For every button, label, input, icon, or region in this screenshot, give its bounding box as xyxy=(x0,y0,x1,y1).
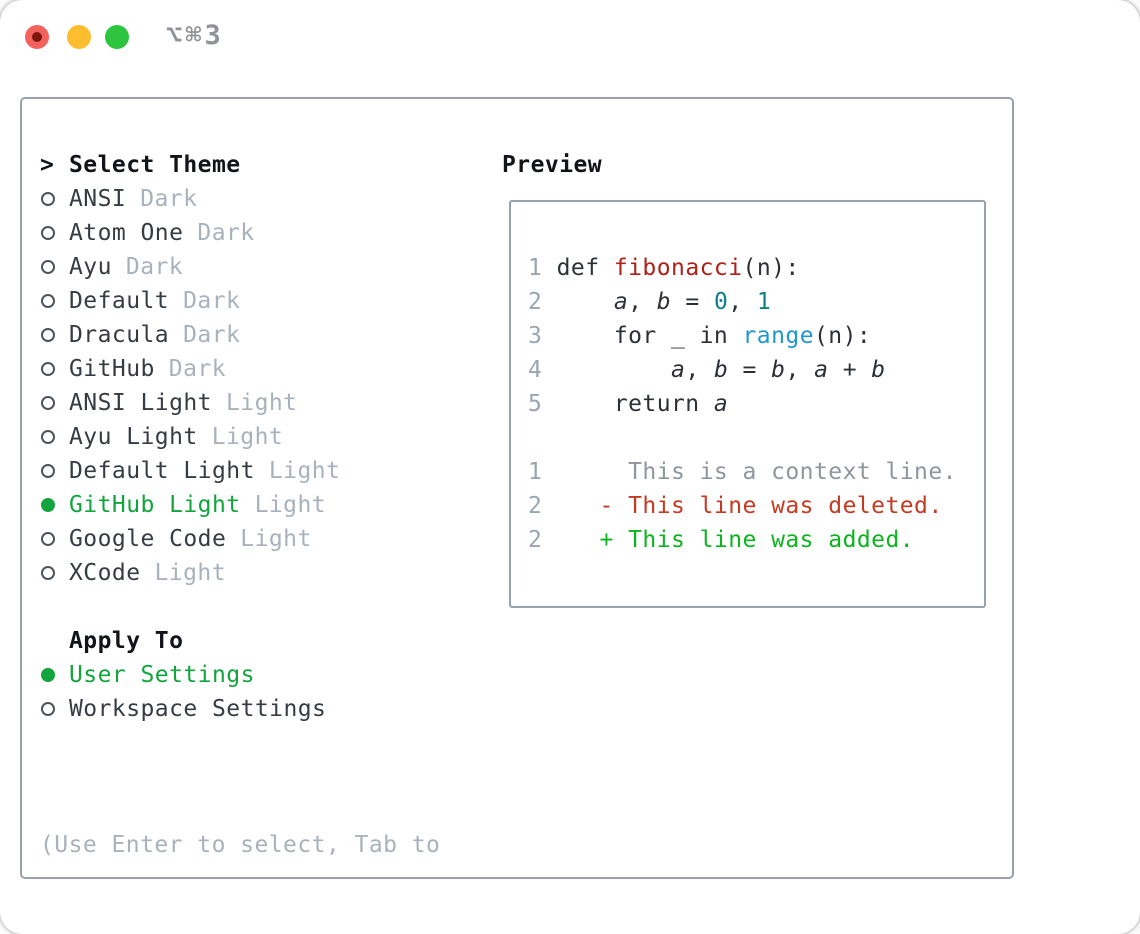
theme-variant-tag: Dark xyxy=(197,220,255,246)
code-line: 3 for _ in range(n): xyxy=(528,323,872,349)
theme-option[interactable]: ANSI Dark xyxy=(40,182,440,216)
radio-icon xyxy=(41,260,55,274)
radio-icon xyxy=(41,396,55,410)
radio-icon xyxy=(41,464,55,478)
radio-icon xyxy=(41,430,55,444)
theme-name: Default Light xyxy=(69,458,255,484)
window-shortcut-label: ⌥⌘3 xyxy=(166,20,224,51)
theme-option[interactable]: Google Code Light xyxy=(40,522,440,556)
theme-variant-tag: Dark xyxy=(183,322,241,348)
apply-option-label: Workspace Settings xyxy=(69,696,327,722)
radio-icon xyxy=(41,192,55,206)
theme-name: Ayu xyxy=(69,254,112,280)
radio-icon xyxy=(41,328,55,342)
apply-option[interactable]: Workspace Settings xyxy=(40,692,440,726)
theme-variant-tag: Light xyxy=(254,492,327,518)
radio-icon xyxy=(41,226,55,240)
code-line: 2 a, b = 0, 1 xyxy=(528,289,772,315)
select-theme-header: > Select Theme xyxy=(40,148,440,182)
theme-name: Ayu Light xyxy=(69,424,198,450)
theme-variant-tag: Dark xyxy=(183,288,241,314)
theme-name: Dracula xyxy=(69,322,170,348)
theme-option[interactable]: Default Dark xyxy=(40,284,440,318)
line-number: 2 xyxy=(528,527,543,553)
line-number: 5 xyxy=(528,391,543,417)
code-line: 2 + This line was added. xyxy=(528,527,915,553)
theme-option[interactable]: GitHub Dark xyxy=(40,352,440,386)
line-number: 4 xyxy=(528,357,543,383)
code-line: 1 This is a context line. xyxy=(528,459,957,485)
theme-variant-tag: Light xyxy=(240,526,312,552)
code-line: 4 a, b = b, a + b xyxy=(528,357,886,383)
radio-selected-icon xyxy=(41,668,55,682)
theme-name: Atom One xyxy=(69,220,184,246)
theme-option[interactable]: ANSI Light Light xyxy=(40,386,440,420)
theme-variant-tag: Light xyxy=(225,390,298,416)
line-number: 2 xyxy=(528,289,543,315)
close-button[interactable] xyxy=(25,25,49,49)
theme-name: Default xyxy=(69,288,170,314)
minimize-button[interactable] xyxy=(67,25,91,49)
code-line: 2 - This line was deleted. xyxy=(528,493,943,519)
code-line: 5 return a xyxy=(528,391,729,417)
radio-selected-icon xyxy=(41,498,55,512)
theme-variant-tag: Light xyxy=(268,458,341,484)
theme-option[interactable]: Atom One Dark xyxy=(40,216,440,250)
theme-name: GitHub xyxy=(69,356,155,382)
radio-icon xyxy=(41,294,55,308)
apply-option-label: User Settings xyxy=(69,662,255,688)
preview-title: Preview xyxy=(502,152,603,178)
radio-icon xyxy=(41,566,55,580)
code-line: 1 def fibonacci(n): xyxy=(528,255,800,281)
line-number: 1 xyxy=(528,459,543,485)
theme-name: ANSI Light xyxy=(69,390,212,416)
code-preview: 1 def fibonacci(n): 2 a, b = 0, 1 3 for _ … xyxy=(511,202,984,557)
apply-option[interactable]: User Settings xyxy=(40,658,440,692)
line-number: 1 xyxy=(528,255,543,281)
zoom-button[interactable] xyxy=(105,25,129,49)
theme-option[interactable]: Dracula Dark xyxy=(40,318,440,352)
hint-text: (Use Enter to select, Tab to change focu… xyxy=(40,760,440,934)
preview-box: 1 def fibonacci(n): 2 a, b = 0, 1 3 for _ … xyxy=(509,200,986,608)
theme-option[interactable]: Default Light Light xyxy=(40,454,440,488)
blank-line xyxy=(528,421,984,455)
radio-icon xyxy=(41,362,55,376)
apply-to-header: Apply To xyxy=(40,624,440,658)
hint-line-1: (Use Enter to select, Tab to xyxy=(40,832,441,858)
radio-icon xyxy=(41,702,55,716)
theme-name: GitHub Light xyxy=(69,492,241,518)
line-number: 3 xyxy=(528,323,543,349)
theme-option[interactable]: GitHub Light Light xyxy=(40,488,440,522)
theme-option[interactable]: Ayu Light Light xyxy=(40,420,440,454)
theme-variant-tag: Dark xyxy=(140,186,198,212)
theme-variant-tag: Light xyxy=(211,424,284,450)
theme-variant-tag: Light xyxy=(154,560,226,586)
theme-name: Google Code xyxy=(69,526,227,552)
theme-option[interactable]: XCode Light xyxy=(40,556,440,590)
theme-option[interactable]: Ayu Dark xyxy=(40,250,440,284)
apply-to-title: Apply To xyxy=(69,628,184,654)
theme-variant-tag: Dark xyxy=(125,254,184,280)
radio-icon xyxy=(41,532,55,546)
theme-name: ANSI xyxy=(69,186,127,212)
line-number: 2 xyxy=(528,493,543,519)
theme-variant-tag: Dark xyxy=(168,356,226,382)
hint-line-2: change focus) xyxy=(40,930,440,934)
prompt-cursor-icon: > xyxy=(40,152,55,178)
theme-name: XCode xyxy=(69,560,141,586)
select-theme-title: Select Theme xyxy=(69,152,241,178)
